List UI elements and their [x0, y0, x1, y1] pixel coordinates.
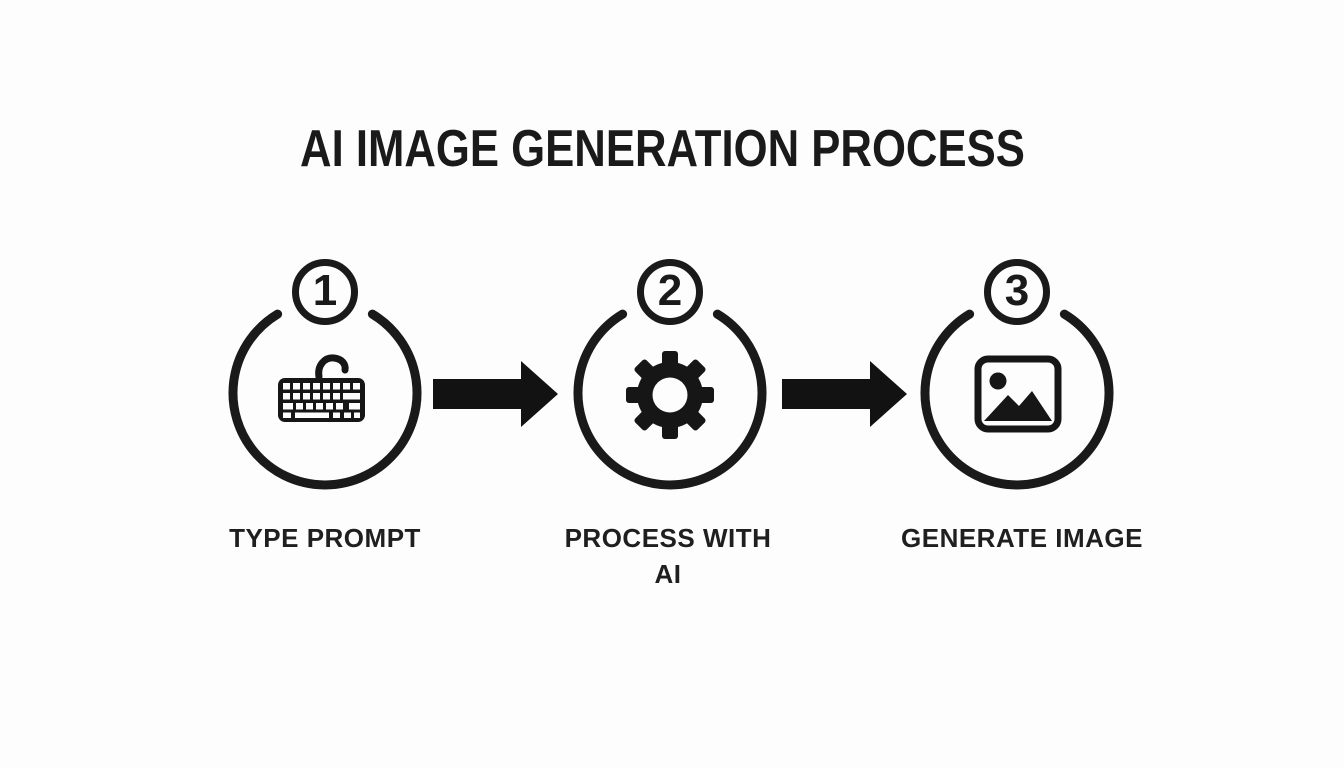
step-2-number-badge: 2	[637, 259, 703, 325]
step-3: 3	[917, 255, 1117, 505]
step-3-circle	[920, 309, 1114, 490]
gear-icon	[626, 351, 714, 439]
step-1-circle	[228, 309, 422, 490]
arrow-right-icon	[433, 361, 558, 427]
step-2-label: PROCESS WITH AI	[564, 523, 772, 589]
step-number: 3	[1004, 266, 1030, 315]
keyboard-icon	[278, 354, 365, 422]
step-number: 1	[312, 266, 338, 315]
step-1-number-badge: 1	[292, 259, 358, 325]
step-1-label: TYPE PROMPT	[229, 523, 421, 553]
title-row: AI IMAGE GENERATION PROCESS	[0, 121, 1324, 177]
step-3-label: GENERATE IMAGE	[901, 523, 1143, 553]
step-1: 1	[225, 255, 425, 505]
arrow-right-icon	[782, 361, 907, 427]
step-3-number-badge: 3	[984, 259, 1050, 325]
image-icon	[974, 355, 1062, 433]
step-2: 2	[570, 255, 770, 505]
step-2-circle	[573, 309, 767, 490]
step-number: 2	[657, 266, 683, 315]
diagram-title: AI IMAGE GENERATION PROCESS	[299, 120, 1025, 178]
